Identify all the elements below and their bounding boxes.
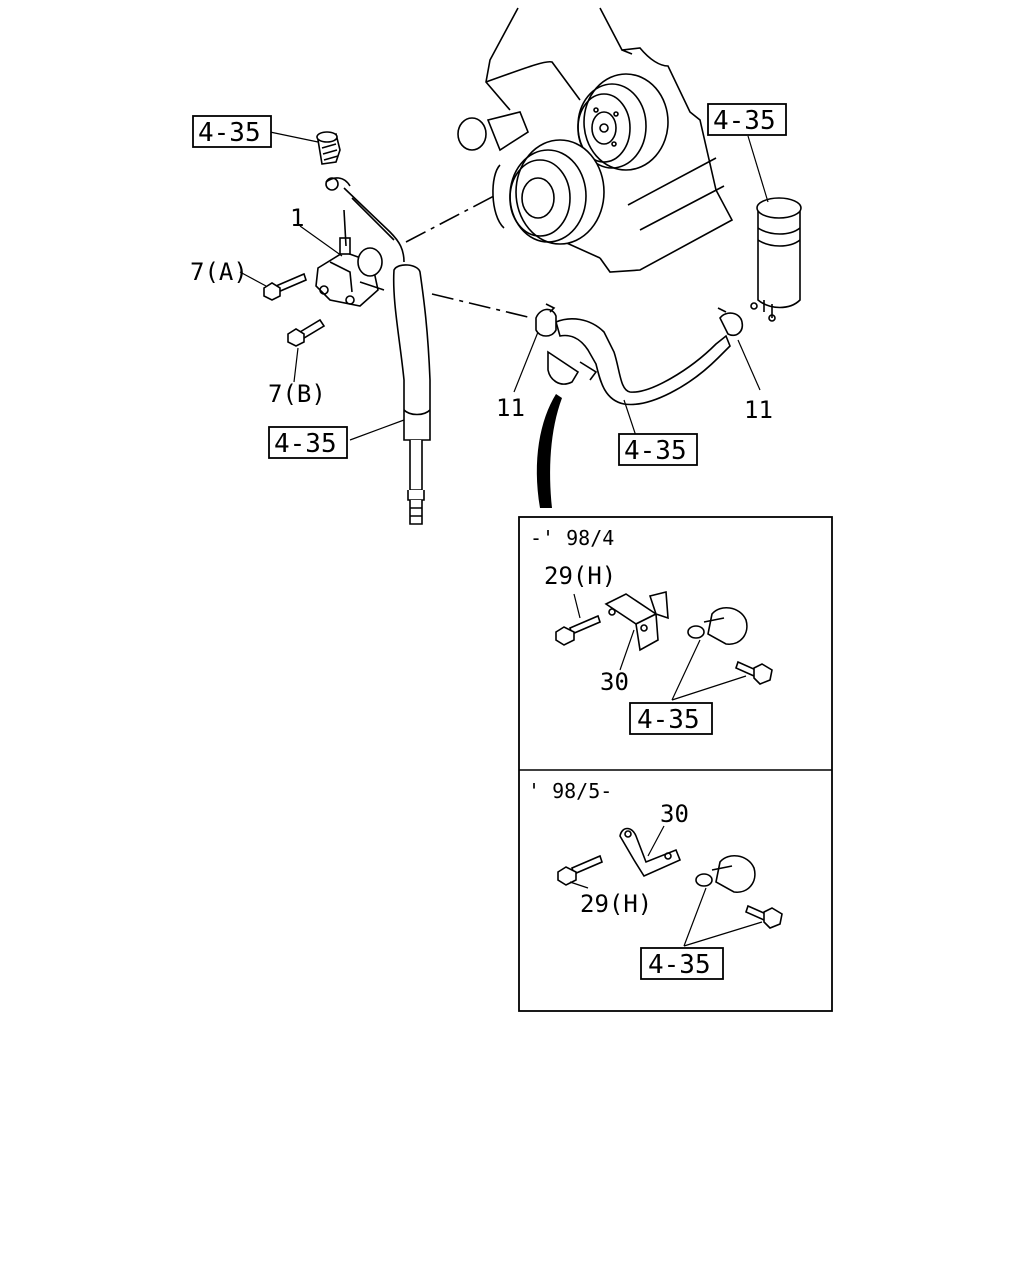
bolt-7a — [263, 272, 307, 301]
return-hose — [535, 303, 744, 406]
centerlines — [405, 195, 533, 319]
ref-label: 4-35 — [198, 118, 261, 148]
ref-box-inset-top[interactable]: 4-35 — [629, 702, 713, 735]
bolt-7b — [287, 318, 326, 347]
ref-box-right-hose[interactable]: 4-35 — [618, 433, 698, 466]
ref-label: 4-35 — [274, 429, 337, 459]
engine-block — [485, 7, 734, 273]
ref-box-top-left[interactable]: 4-35 — [192, 115, 272, 148]
bolt-top — [316, 131, 341, 165]
callout-part-7b: 7(B) — [268, 380, 326, 408]
callout-part-7a: 7(A) — [190, 258, 248, 286]
power-steering-pump — [315, 237, 385, 307]
inset-panel — [518, 516, 833, 1012]
callout-part-30-bottom: 30 — [660, 800, 689, 828]
ref-box-inset-bottom[interactable]: 4-35 — [640, 947, 724, 980]
callout-part-30-top: 30 — [600, 668, 629, 696]
inset-bottom-bracket: ' 98/5- 30 29(H) — [528, 779, 783, 947]
inset-pointer-arrow — [536, 394, 562, 508]
reservoir-tank — [750, 197, 802, 322]
ref-label: 4-35 — [648, 950, 711, 980]
pulley-upper — [577, 73, 669, 171]
pressure-hose — [325, 177, 431, 525]
ref-box-top-right[interactable]: 4-35 — [707, 103, 787, 136]
ref-label: 4-35 — [624, 436, 687, 466]
callout-part-29h-top: 29(H) — [544, 562, 616, 590]
ref-box-left-hose[interactable]: 4-35 — [268, 426, 348, 459]
ref-label: 4-35 — [637, 705, 700, 735]
inset-bottom-date: ' 98/5- — [528, 779, 612, 803]
inset-top-date: -' 98/4 — [530, 526, 614, 550]
pulley-lower — [457, 111, 605, 245]
ref-label: 4-35 — [713, 106, 776, 136]
callout-part-29h-bottom: 29(H) — [580, 890, 652, 918]
callout-part-11-right: 11 — [744, 396, 773, 424]
callout-part-11-left: 11 — [496, 394, 525, 422]
callout-part-1: 1 — [290, 204, 304, 232]
leader-lines — [239, 131, 769, 441]
inset-top-bracket: -' 98/4 29(H) 30 — [530, 526, 773, 701]
